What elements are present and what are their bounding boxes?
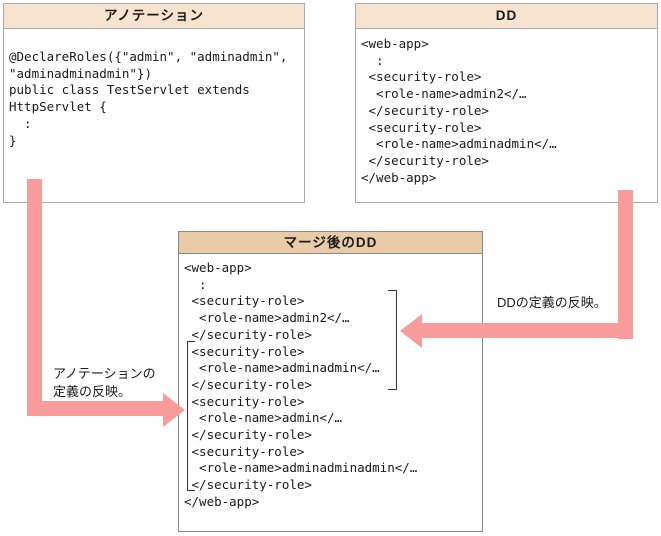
dd-merge-arrow-horizontal bbox=[422, 323, 633, 338]
dd-reflection-label: DDの定義の反映。 bbox=[497, 295, 607, 310]
annotation-reflection-label: アノテーションの 定義の反映。 bbox=[53, 366, 156, 399]
dd-roles-bracket bbox=[388, 290, 397, 390]
merged-dd-box: マージ後のDD <web-app> : <security-role> <rol… bbox=[178, 231, 483, 532]
dd-box: DD <web-app> : <security-role> <role-nam… bbox=[355, 3, 658, 203]
annotation-box: アノテーション @DeclareRoles({"admin", "adminad… bbox=[3, 3, 305, 203]
dd-merge-arrow-head-icon bbox=[400, 314, 422, 348]
merged-dd-box-title: マージ後のDD bbox=[179, 232, 482, 254]
dd-code: <web-app> : <security-role> <role-name>a… bbox=[361, 36, 557, 185]
dd-box-title: DD bbox=[356, 4, 657, 29]
merged-dd-code: <web-app> : <security-role> <role-name>a… bbox=[184, 260, 418, 509]
dd-merge-arrow-vertical bbox=[618, 190, 633, 339]
annotation-code: @DeclareRoles({"admin", "adminadmin", "a… bbox=[9, 49, 288, 148]
annotation-merge-arrow-horizontal bbox=[27, 401, 163, 416]
annotation-box-title: アノテーション bbox=[4, 4, 304, 29]
annotation-roles-bracket bbox=[187, 341, 195, 491]
annotation-merge-arrow-head-icon bbox=[163, 393, 185, 427]
annotation-merge-arrow-vertical bbox=[27, 179, 42, 416]
